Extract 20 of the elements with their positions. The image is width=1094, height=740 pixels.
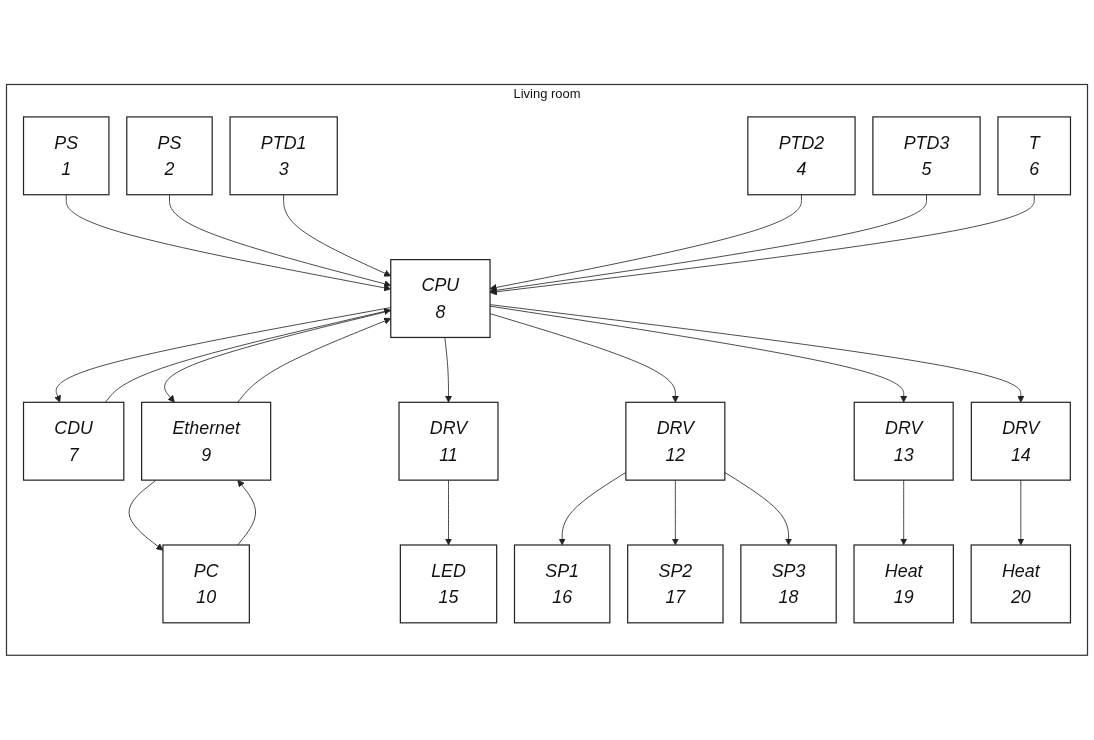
node-box: PTD3 5 bbox=[872, 116, 981, 196]
node-box: PC 10 bbox=[162, 544, 250, 624]
node-box: PTD1 3 bbox=[229, 116, 338, 196]
node-box: CPU 8 bbox=[390, 259, 491, 339]
node-box: DRV 12 bbox=[625, 401, 726, 481]
node-box: DRV 13 bbox=[853, 401, 954, 481]
node-box: SP3 18 bbox=[740, 544, 837, 624]
node-box: Heat 20 bbox=[970, 544, 1072, 624]
node-box: Ethernet 9 bbox=[141, 401, 272, 481]
node-box: PS 2 bbox=[126, 116, 213, 196]
node-box: LED 15 bbox=[399, 544, 498, 624]
node-box: SP2 17 bbox=[627, 544, 724, 624]
node-box: T 6 bbox=[997, 116, 1072, 196]
node-box: Heat 19 bbox=[853, 544, 954, 624]
node-box: CDU 7 bbox=[22, 401, 125, 481]
node-box: DRV 14 bbox=[970, 401, 1071, 481]
node-box: SP1 16 bbox=[513, 544, 611, 624]
node-box: PTD2 4 bbox=[747, 116, 856, 196]
node-box: PS 1 bbox=[22, 116, 110, 196]
node-box: DRV 11 bbox=[398, 401, 499, 481]
